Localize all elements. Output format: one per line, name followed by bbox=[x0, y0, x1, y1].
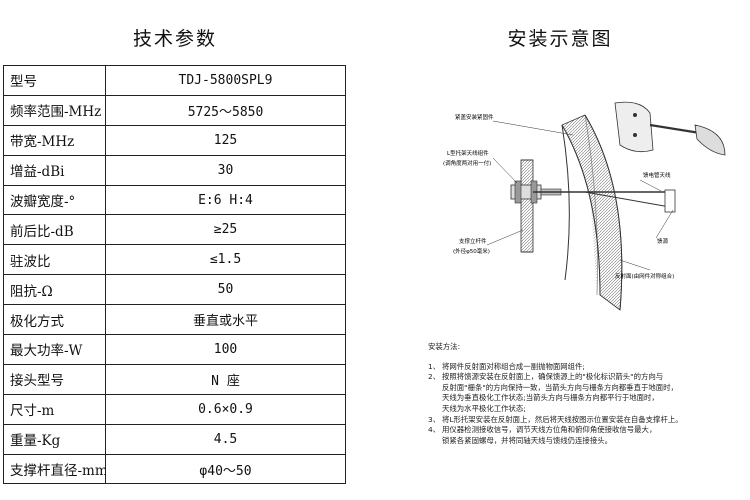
note-line: 锁紧各紧固螺母，并将同轴天线与馈线仍连接接头。 bbox=[442, 435, 612, 445]
spec-label: 频率范围-MHz bbox=[3, 94, 106, 126]
note-text: 将网件反射面对称组合成一副抛物面网组件; bbox=[442, 361, 585, 371]
note-number: 4、 bbox=[428, 425, 441, 435]
spec-label: 波瓣宽度-° bbox=[3, 184, 106, 216]
spec-label: 极化方式 bbox=[3, 304, 106, 336]
spec-value: 50 bbox=[105, 274, 346, 306]
reflector-mesh bbox=[561, 114, 623, 311]
spec-label: 前后比-dB bbox=[3, 214, 106, 246]
spec-value: ≥25 bbox=[105, 214, 346, 246]
feed-arm bbox=[533, 189, 676, 213]
note-line: 1、将网件反射面对称组合成一副抛物面网组件; bbox=[428, 362, 746, 373]
label-radome: 馈源 bbox=[657, 237, 669, 245]
spec-value: TDJ-5800SPL9 bbox=[105, 65, 346, 96]
spec-label: 接头型号 bbox=[3, 363, 106, 395]
spec-row: 极化方式垂直或水平 bbox=[3, 304, 346, 336]
note-text: 按照将馈源安装在反射面上，确保馈源上的"极化标识箭头"的方向与 bbox=[442, 372, 664, 382]
spec-value: 125 bbox=[105, 124, 346, 156]
spec-label: 型号 bbox=[3, 65, 106, 96]
spec-value: φ40～50 bbox=[105, 453, 346, 485]
spec-label: 阻抗-Ω bbox=[3, 274, 106, 306]
note-text: 将L形托架安装在反射面上，然后将天线按图示位置安装在自备支撑杆上。 bbox=[442, 414, 683, 424]
note-line: 天线为水平极化工作状态; bbox=[442, 403, 526, 413]
spec-label: 驻波比 bbox=[3, 244, 106, 276]
note-line: 天线为垂直极化工作状态;当箭头方向与栅条方向都平行于地面时， bbox=[442, 393, 659, 403]
spec-value: N 座 bbox=[105, 363, 346, 395]
spec-value: 垂直或水平 bbox=[105, 304, 346, 336]
spec-row: 驻波比≤1.5 bbox=[3, 244, 346, 276]
spec-label: 增益-dBi bbox=[3, 154, 106, 186]
label-feed: 馈电管天线 bbox=[643, 171, 671, 179]
spec-value: 30 bbox=[105, 154, 346, 186]
label-pole: 支撑立杆件 bbox=[459, 237, 487, 245]
label-mount: 紧盖安装紧固件 bbox=[455, 113, 494, 121]
spec-label: 尺寸-m bbox=[3, 393, 106, 425]
feed-horn bbox=[614, 101, 726, 156]
spec-row: 波瓣宽度-°E:6 H:4 bbox=[3, 184, 346, 216]
label-pole-note: (外径φ50毫米) bbox=[453, 247, 490, 255]
spec-label: 重量-Kg bbox=[3, 423, 106, 455]
spec-value: 0.6×0.9 bbox=[105, 393, 346, 425]
install-diagram-title: 安装示意图 bbox=[507, 28, 613, 50]
support-pole bbox=[520, 159, 534, 253]
spec-label: 最大功率-W bbox=[3, 334, 106, 365]
label-clamp-note: (调角度两对用一付) bbox=[443, 159, 491, 167]
spec-value: 4.5 bbox=[105, 423, 346, 455]
spec-label: 支撑杆直径-mm bbox=[3, 453, 106, 485]
spec-value: ≤1.5 bbox=[105, 244, 346, 276]
note-line: 2、按照将馈源安装在反射面上，确保馈源上的"极化标识箭头"的方向与 bbox=[428, 372, 746, 383]
spec-value: 100 bbox=[105, 334, 346, 365]
spec-row: 前后比-dB≥25 bbox=[3, 214, 346, 246]
spec-label: 带宽-MHz bbox=[3, 124, 106, 156]
note-text: 用仪器检测接收信号，调节天线方位角和俯仰角使接收信号最大， bbox=[442, 425, 657, 435]
note-number: 3、 bbox=[428, 414, 441, 424]
label-reflector: 反射面(由网件对称组合) bbox=[615, 272, 674, 280]
note-line: 3、将L形托架安装在反射面上，然后将天线按图示位置安装在自备支撑杆上。 bbox=[428, 415, 746, 426]
specs-title: 技术参数 bbox=[132, 28, 217, 50]
installation-diagram: 紧盖安装紧固件 L型托架天线组件 (调角度两对用一付) 馈电管天线 馈源 支撑立… bbox=[443, 101, 726, 311]
note-line: 反射面"栅条"的方向保持一致，当箭头方向与栅条方向都垂直于地面时， bbox=[442, 382, 678, 392]
notes-title: 安装方法: bbox=[428, 342, 461, 351]
note-number: 1、 bbox=[428, 361, 441, 371]
spec-value: E:6 H:4 bbox=[105, 184, 346, 216]
label-clamp: L型托架天线组件 bbox=[447, 149, 489, 157]
note-number: 2、 bbox=[428, 372, 441, 382]
installation-notes: 安装方法: 1、将网件反射面对称组合成一副抛物面网组件;2、按照将馈源安装在反射… bbox=[428, 342, 746, 446]
note-line: 4、用仪器检测接收信号，调节天线方位角和俯仰角使接收信号最大， bbox=[428, 425, 746, 436]
spec-value: 5725～5850 bbox=[105, 94, 346, 126]
